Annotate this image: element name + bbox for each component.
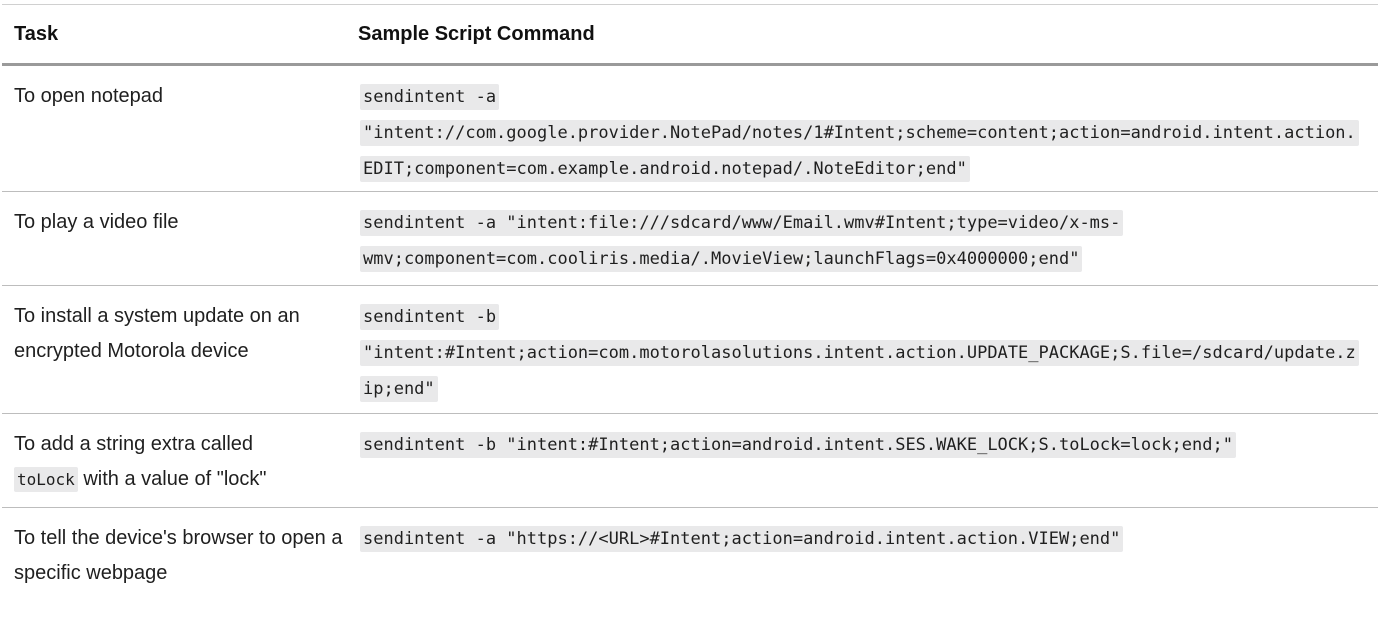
command-code: wmv;component=com.cooliris.media/.MovieV…: [360, 246, 1083, 272]
command-cell: sendintent -b "intent:#Intent;action=and…: [346, 413, 1378, 508]
command-cell: sendintent -a "intent://com.google.provi…: [346, 64, 1378, 192]
task-cell: To tell the device's browser to open a s…: [14, 527, 343, 584]
script-command-table: Task Sample Script Command To open notep…: [2, 4, 1378, 604]
table-row: To open notepad sendintent -a "intent://…: [2, 64, 1378, 192]
command-code: sendintent -a "intent:file:///sdcard/www…: [360, 210, 1124, 236]
table-row: To tell the device's browser to open a s…: [2, 508, 1378, 605]
command-code: ip;end": [360, 376, 438, 402]
command-cell: sendintent -b "intent:#Intent;action=com…: [346, 285, 1378, 414]
task-inline-code: toLock: [14, 467, 78, 492]
table-row: To install a system update on an encrypt…: [2, 285, 1378, 414]
task-text: To add a string extra called: [14, 433, 254, 455]
table-row: To add a string extra called toLock with …: [2, 413, 1378, 508]
command-cell: sendintent -a "https://<URL>#Intent;acti…: [346, 508, 1378, 605]
header-task: Task: [2, 4, 346, 66]
task-cell: To play a video file: [2, 191, 346, 286]
command-code: EDIT;component=com.example.android.notep…: [360, 156, 970, 182]
command-code: "intent://com.google.provider.NotePad/no…: [360, 120, 1359, 146]
task-cell: To open notepad: [2, 64, 346, 192]
command-cell: sendintent -a "intent:file:///sdcard/www…: [346, 191, 1378, 286]
script-command-table-wrapper: Task Sample Script Command To open notep…: [2, 4, 1378, 604]
command-code: "intent:#Intent;action=com.motorolasolut…: [360, 340, 1359, 366]
command-code: sendintent -a "https://<URL>#Intent;acti…: [360, 526, 1124, 552]
command-code: sendintent -b "intent:#Intent;action=and…: [360, 432, 1236, 458]
task-cell: To install a system update on an encrypt…: [2, 285, 346, 414]
header-command: Sample Script Command: [346, 4, 1378, 66]
table-row: To play a video file sendintent -a "inte…: [2, 191, 1378, 286]
task-text: with a value of "lock": [77, 468, 267, 490]
command-code: sendintent -a: [360, 84, 500, 110]
table-header-row: Task Sample Script Command: [2, 4, 1378, 66]
command-code: sendintent -b: [360, 304, 500, 330]
task-cell: To add a string extra called toLock with …: [2, 413, 346, 508]
